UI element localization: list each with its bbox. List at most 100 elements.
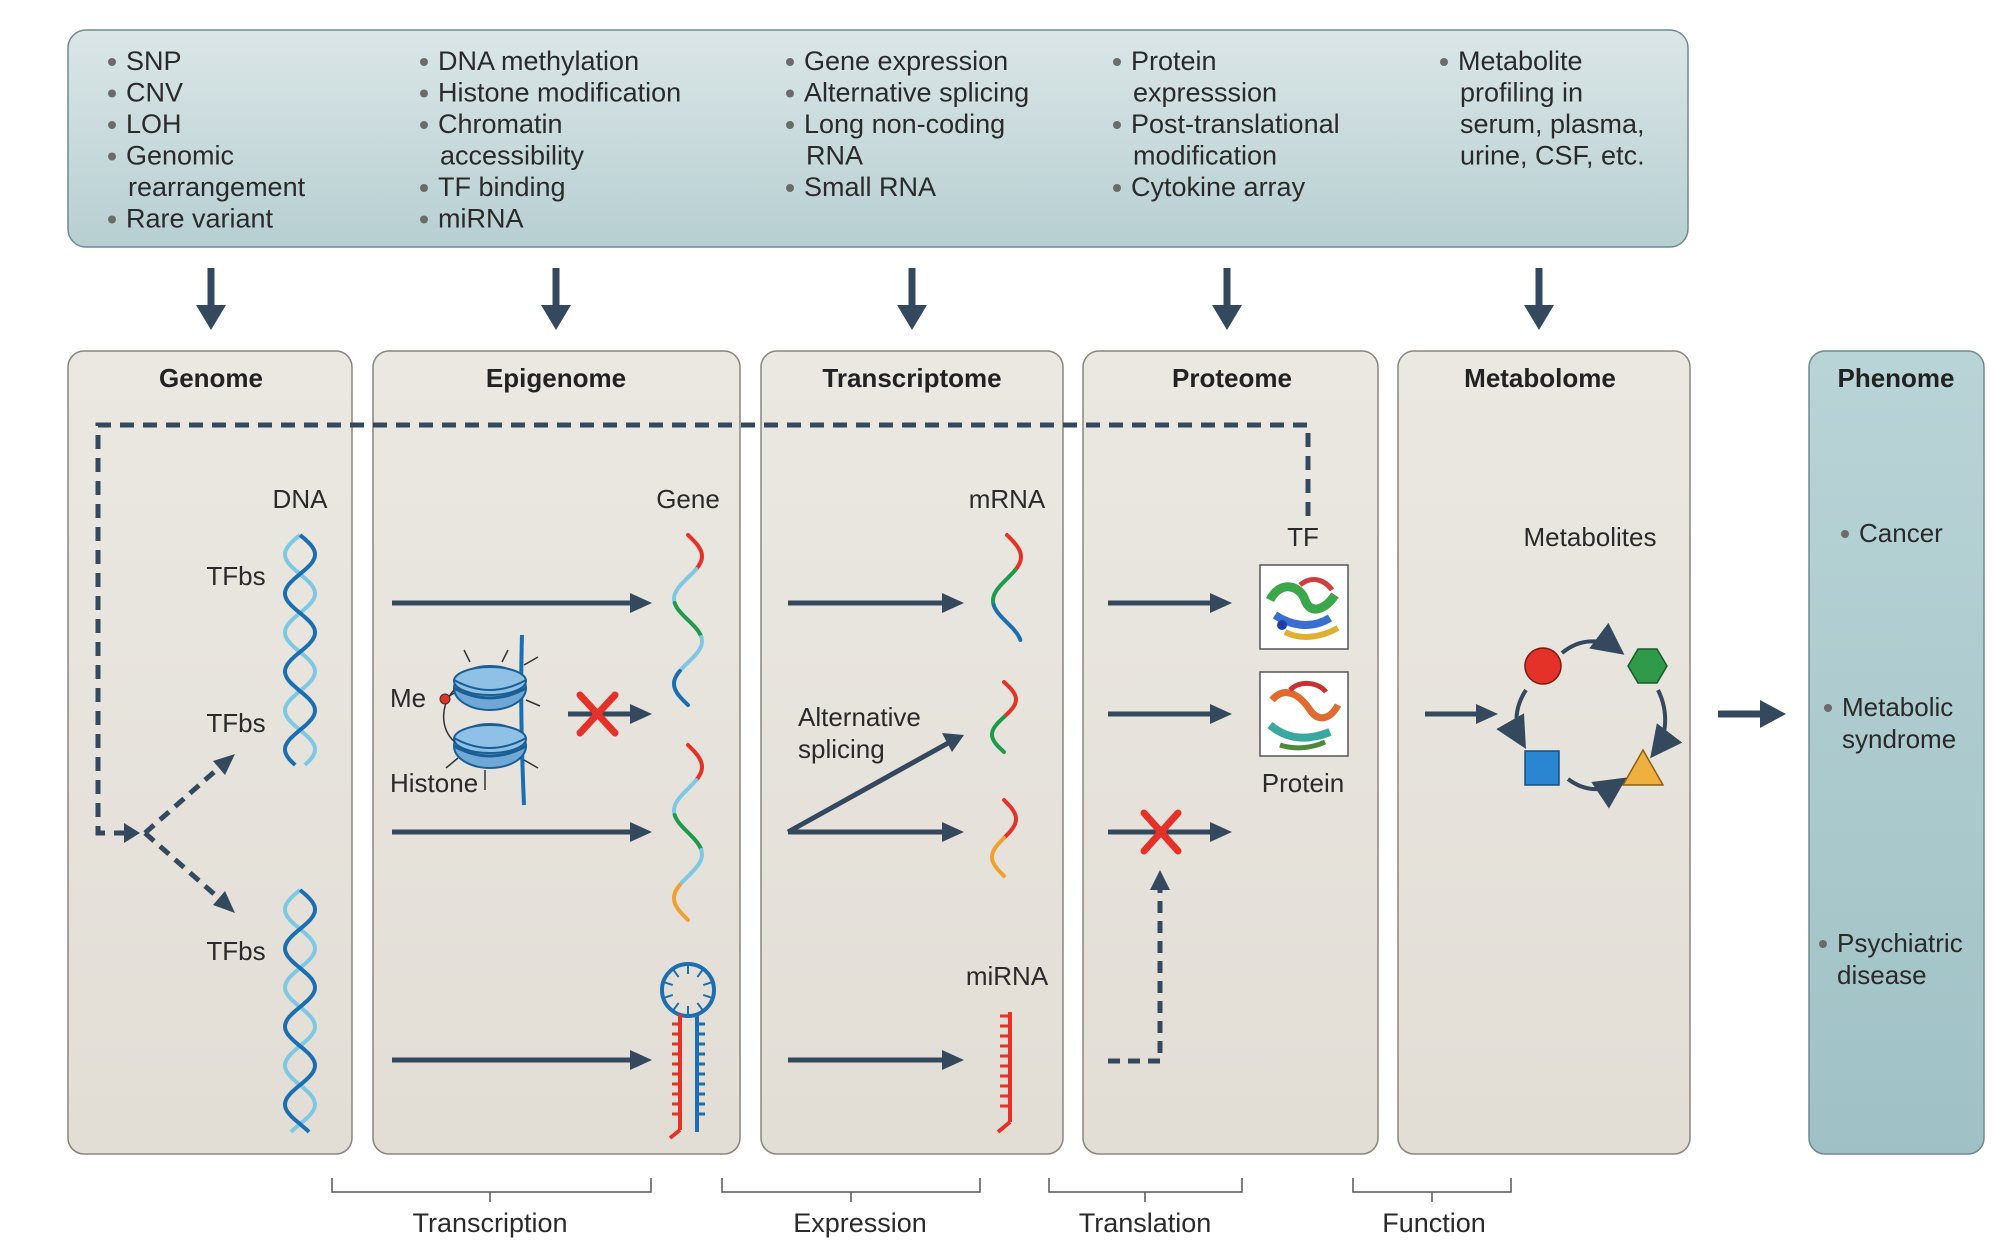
top-list-item: Cytokine array xyxy=(1131,172,1306,202)
phenome-items: CancerMetabolicsyndromePsychiatricdiseas… xyxy=(1819,518,1963,990)
metabolite-hexagon-icon xyxy=(1627,648,1668,684)
top-data-box xyxy=(67,29,1689,248)
label-tfbs-2: TFbs xyxy=(206,708,265,738)
top-list-item: DNA methylation xyxy=(438,46,639,76)
nucleosome-icon xyxy=(439,634,541,806)
top-list-item: miRNA xyxy=(438,204,524,234)
top-list-item: Metabolite xyxy=(1458,46,1583,76)
panel-epigenome: Epigenome xyxy=(372,350,741,1155)
transcriptome-arrows xyxy=(786,593,964,1070)
label-histone: Histone xyxy=(390,768,478,798)
top-list-item: Alternative splicing xyxy=(804,78,1029,108)
bullet-icon xyxy=(420,89,428,98)
inhibition-arrowhead xyxy=(1150,870,1170,890)
gene-strand-icon xyxy=(671,533,705,707)
bullet-icon xyxy=(1841,530,1849,538)
top-list-item: rearrangement xyxy=(128,172,306,202)
dna-helix-icon xyxy=(282,533,318,767)
panel-title-proteome: Proteome xyxy=(1172,363,1292,393)
bracket-label-translation: Translation xyxy=(1079,1208,1212,1238)
bullet-icon xyxy=(420,121,428,129)
tf-feedback-dashed-arrow xyxy=(95,422,1311,836)
label-alternative: Alternative xyxy=(798,702,921,732)
bullet-icon xyxy=(1824,704,1832,712)
panel-transcriptome: Transcriptome xyxy=(760,350,1064,1155)
mrna-strands xyxy=(989,533,1024,878)
bullet-icon xyxy=(1113,58,1121,66)
phenome-item: Psychiatric xyxy=(1837,928,1963,958)
bracket-label-function: Function xyxy=(1382,1208,1486,1238)
top-list-item: urine, CSF, etc. xyxy=(1460,141,1645,171)
branch-arrowhead-down xyxy=(213,891,235,913)
bullet-icon xyxy=(108,121,116,129)
label-tfbs-1: TFbs xyxy=(206,561,265,591)
phenome-arrow xyxy=(1718,700,1786,728)
bullet-icon xyxy=(108,215,116,224)
label-dna: DNA xyxy=(273,484,329,514)
metabolite-triangle-icon xyxy=(1621,748,1665,786)
top-list-item: LOH xyxy=(126,109,182,139)
label-protein: Protein xyxy=(1262,768,1344,798)
translation-blocked-cross-icon xyxy=(1140,809,1182,855)
top-list-item: SNP xyxy=(126,46,182,76)
bullet-icon xyxy=(420,58,428,66)
down-arrow-epigenome xyxy=(541,268,571,330)
branch-dashed-arrows xyxy=(143,763,224,903)
label-mrna: mRNA xyxy=(969,484,1046,514)
bullet-icon xyxy=(786,89,794,98)
top-list-item: RNA xyxy=(806,141,863,171)
bullet-icon xyxy=(786,58,794,66)
bullet-icon xyxy=(108,89,116,98)
label-splicing: splicing xyxy=(798,734,885,764)
top-list-item: Long non-coding xyxy=(804,109,1005,139)
phenome-item: syndrome xyxy=(1842,724,1956,754)
epigenome-arrows xyxy=(392,593,652,1070)
label-tfbs-3: TFbs xyxy=(206,936,265,966)
mirna-hairpin-icon xyxy=(660,962,716,1140)
tf-protein-structure-icon xyxy=(1259,564,1349,650)
feedback-arrowhead xyxy=(124,823,140,843)
label-metabolites: Metabolites xyxy=(1524,522,1657,552)
mirna-inhibition-dashed-arrow xyxy=(1108,890,1163,1064)
panel-phenome: Phenome xyxy=(1808,350,1985,1155)
metabolome-input-arrow xyxy=(1425,704,1498,724)
top-list-item: serum, plasma, xyxy=(1460,109,1645,139)
bullet-icon xyxy=(420,215,428,224)
top-list-item: Rare variant xyxy=(126,204,274,234)
metabolite-circle-icon xyxy=(1524,647,1562,685)
phenome-item: Cancer xyxy=(1859,518,1943,548)
phenome-item: Metabolic xyxy=(1842,692,1953,722)
label-tf: TF xyxy=(1287,522,1319,552)
blocked-cross-icon xyxy=(576,691,619,737)
bracket-label-transcription: Transcription xyxy=(412,1208,567,1238)
panel-title-transcriptome: Transcriptome xyxy=(822,363,1001,393)
bullet-icon xyxy=(1440,58,1448,66)
top-list-item: Gene expression xyxy=(804,46,1008,76)
top-list-item: Small RNA xyxy=(804,172,936,202)
bullet-icon xyxy=(786,184,794,192)
top-list-item: profiling in xyxy=(1460,78,1583,108)
panel-title-epigenome: Epigenome xyxy=(486,363,626,393)
bracket-label-expression: Expression xyxy=(793,1208,927,1238)
mirna-strand-icon xyxy=(996,1012,1012,1134)
down-arrow-transcriptome xyxy=(897,268,927,330)
down-arrow-metabolome xyxy=(1524,268,1554,330)
top-list-item: modification xyxy=(1133,141,1277,171)
phenome-item: disease xyxy=(1837,960,1927,990)
top-list-item: CNV xyxy=(126,78,183,108)
panel-title-genome: Genome xyxy=(159,363,263,393)
panel-proteome: Proteome xyxy=(1082,350,1379,1155)
top-list-item: Protein xyxy=(1131,46,1217,76)
label-mirna: miRNA xyxy=(966,961,1049,991)
down-arrow-genome xyxy=(196,268,226,330)
bullet-icon xyxy=(1113,184,1121,192)
top-list-item: expresssion xyxy=(1133,78,1277,108)
down-arrow-proteome xyxy=(1212,268,1242,330)
top-list-item: accessibility xyxy=(440,141,585,171)
protein-structure-icon xyxy=(1259,671,1349,757)
gene-strand-icon xyxy=(671,743,705,922)
top-list-item: Genomic xyxy=(126,141,234,171)
label-gene: Gene xyxy=(656,484,720,514)
metabolite-square-icon xyxy=(1524,750,1560,786)
